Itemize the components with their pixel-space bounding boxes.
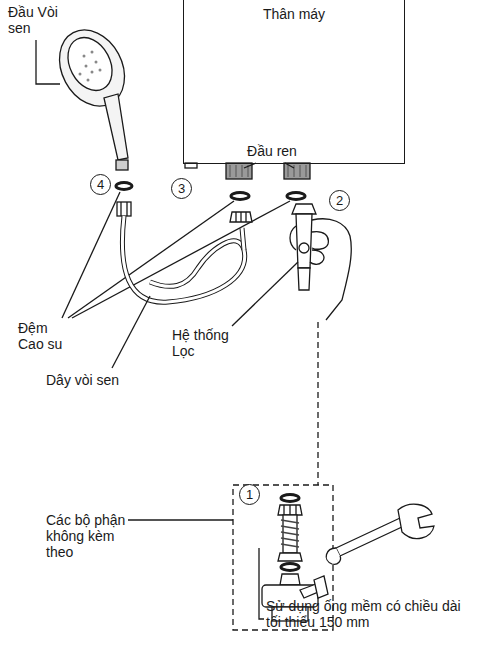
- part-label: Đệm Cao su: [18, 320, 74, 352]
- shower-hose: [117, 202, 252, 302]
- callout-number: 1: [239, 484, 260, 505]
- thread-nipple: [226, 163, 252, 179]
- filter-in-hand: [290, 204, 351, 320]
- leader-line: [62, 192, 290, 318]
- leader-line: [128, 519, 233, 520]
- callout-text: 3: [178, 181, 185, 196]
- leader-line: [112, 296, 150, 368]
- wrench: [326, 504, 434, 564]
- leader-line: [259, 548, 264, 619]
- part-label: Hệ thống Lọc: [172, 327, 254, 359]
- body-label: Thân máy: [263, 6, 325, 22]
- callout-text: 2: [336, 193, 343, 208]
- part-label: Đầu Vòi sen: [8, 4, 70, 36]
- callout-number: 4: [90, 174, 111, 195]
- part-label: Đầu ren: [232, 143, 312, 159]
- shower-head: [47, 19, 138, 170]
- callout-text: 1: [246, 487, 253, 502]
- callout-number: 3: [171, 178, 192, 199]
- thread-nipple: [284, 163, 310, 179]
- rubber-washer: [116, 183, 305, 200]
- note-text: Sử dụng ống mềm có chiều dài tối thiểu 1…: [266, 598, 476, 630]
- callout-number: 2: [329, 190, 350, 211]
- leader-line: [36, 40, 60, 84]
- part-label: Dây vòi sen: [46, 372, 156, 388]
- guide-line: [317, 322, 318, 485]
- callout-text: 4: [97, 177, 104, 192]
- heater-body: Thân máy: [183, 0, 405, 164]
- part-label: Các bộ phận không kèm theo: [46, 512, 128, 560]
- leader-line: [232, 262, 298, 326]
